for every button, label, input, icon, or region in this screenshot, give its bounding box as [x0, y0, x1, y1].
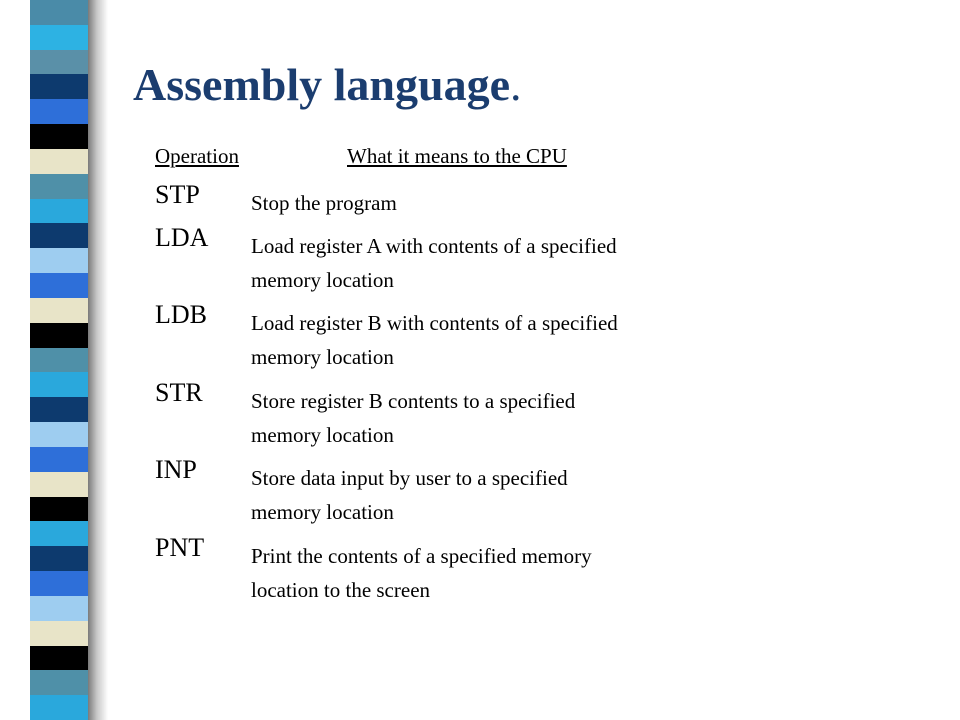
slide-title-text: Assembly language	[133, 59, 510, 110]
stripe-segment	[30, 24, 88, 50]
description-line: Stop the program	[251, 191, 397, 215]
instruction-mnemonic: LDB	[155, 300, 207, 329]
stripe-segment	[30, 273, 88, 298]
stripe-segment	[30, 471, 88, 497]
stripe-segment	[30, 223, 88, 249]
stripe-segment	[30, 99, 88, 125]
description-line: memory location	[251, 268, 394, 292]
stripe-segment	[30, 322, 88, 348]
instruction-mnemonic: INP	[155, 455, 197, 484]
stripe-segment	[30, 620, 88, 646]
instruction-mnemonic: PNT	[155, 533, 205, 562]
instruction-description: Load register A with contents of a speci…	[251, 229, 617, 297]
stripe-segment	[30, 173, 88, 199]
description-line: memory location	[251, 500, 394, 524]
description-line: location to the screen	[251, 578, 431, 602]
stripe-segment	[30, 0, 88, 25]
instruction-mnemonic: STR	[155, 378, 203, 407]
stripe-segment	[30, 297, 88, 323]
slide-title-punctuation: .	[509, 59, 522, 110]
description-line: Load register B with contents of a speci…	[251, 311, 618, 335]
description-line: Store data input by user to a specified	[251, 466, 568, 490]
description-line: memory location	[251, 423, 394, 447]
stripe-segment	[30, 397, 88, 423]
stripe-segment	[30, 124, 88, 149]
stripe-shadow	[88, 0, 108, 720]
stripe-segment	[30, 422, 88, 447]
stripe-segment	[30, 546, 88, 572]
description-line: Print the contents of a specified memory	[251, 544, 592, 568]
slide-title: Assembly language.	[133, 58, 521, 111]
stripe-segment	[30, 446, 88, 472]
instruction-description: Store register B contents to a specified…	[251, 384, 575, 452]
stripe-segment	[30, 74, 88, 100]
decorative-stripe-bar	[30, 0, 88, 720]
instruction-description: Store data input by user to a specified …	[251, 461, 568, 529]
stripe-segment	[30, 372, 88, 398]
stripe-segment	[30, 670, 88, 696]
stripe-segment	[30, 347, 88, 373]
stripe-segment	[30, 645, 88, 671]
instruction-mnemonic: STP	[155, 180, 200, 209]
column-header-operation: Operation	[155, 144, 239, 168]
instruction-description: Stop the program	[251, 186, 397, 220]
instruction-description: Print the contents of a specified memory…	[251, 539, 592, 607]
stripe-segment	[30, 521, 88, 547]
stripe-segment	[30, 49, 88, 75]
stripe-segment	[30, 248, 88, 274]
instruction-mnemonic: LDA	[155, 223, 209, 252]
stripe-segment	[30, 198, 88, 224]
description-line: memory location	[251, 345, 394, 369]
stripe-segment	[30, 571, 88, 596]
stripe-segment	[30, 595, 88, 621]
stripe-segment	[30, 695, 88, 720]
instruction-description: Load register B with contents of a speci…	[251, 306, 618, 374]
stripe-segment	[30, 496, 88, 522]
description-line: Load register A with contents of a speci…	[251, 234, 617, 258]
stripe-segment	[30, 148, 88, 174]
description-line: Store register B contents to a specified	[251, 389, 576, 413]
column-header-meaning: What it means to the CPU	[347, 144, 567, 168]
